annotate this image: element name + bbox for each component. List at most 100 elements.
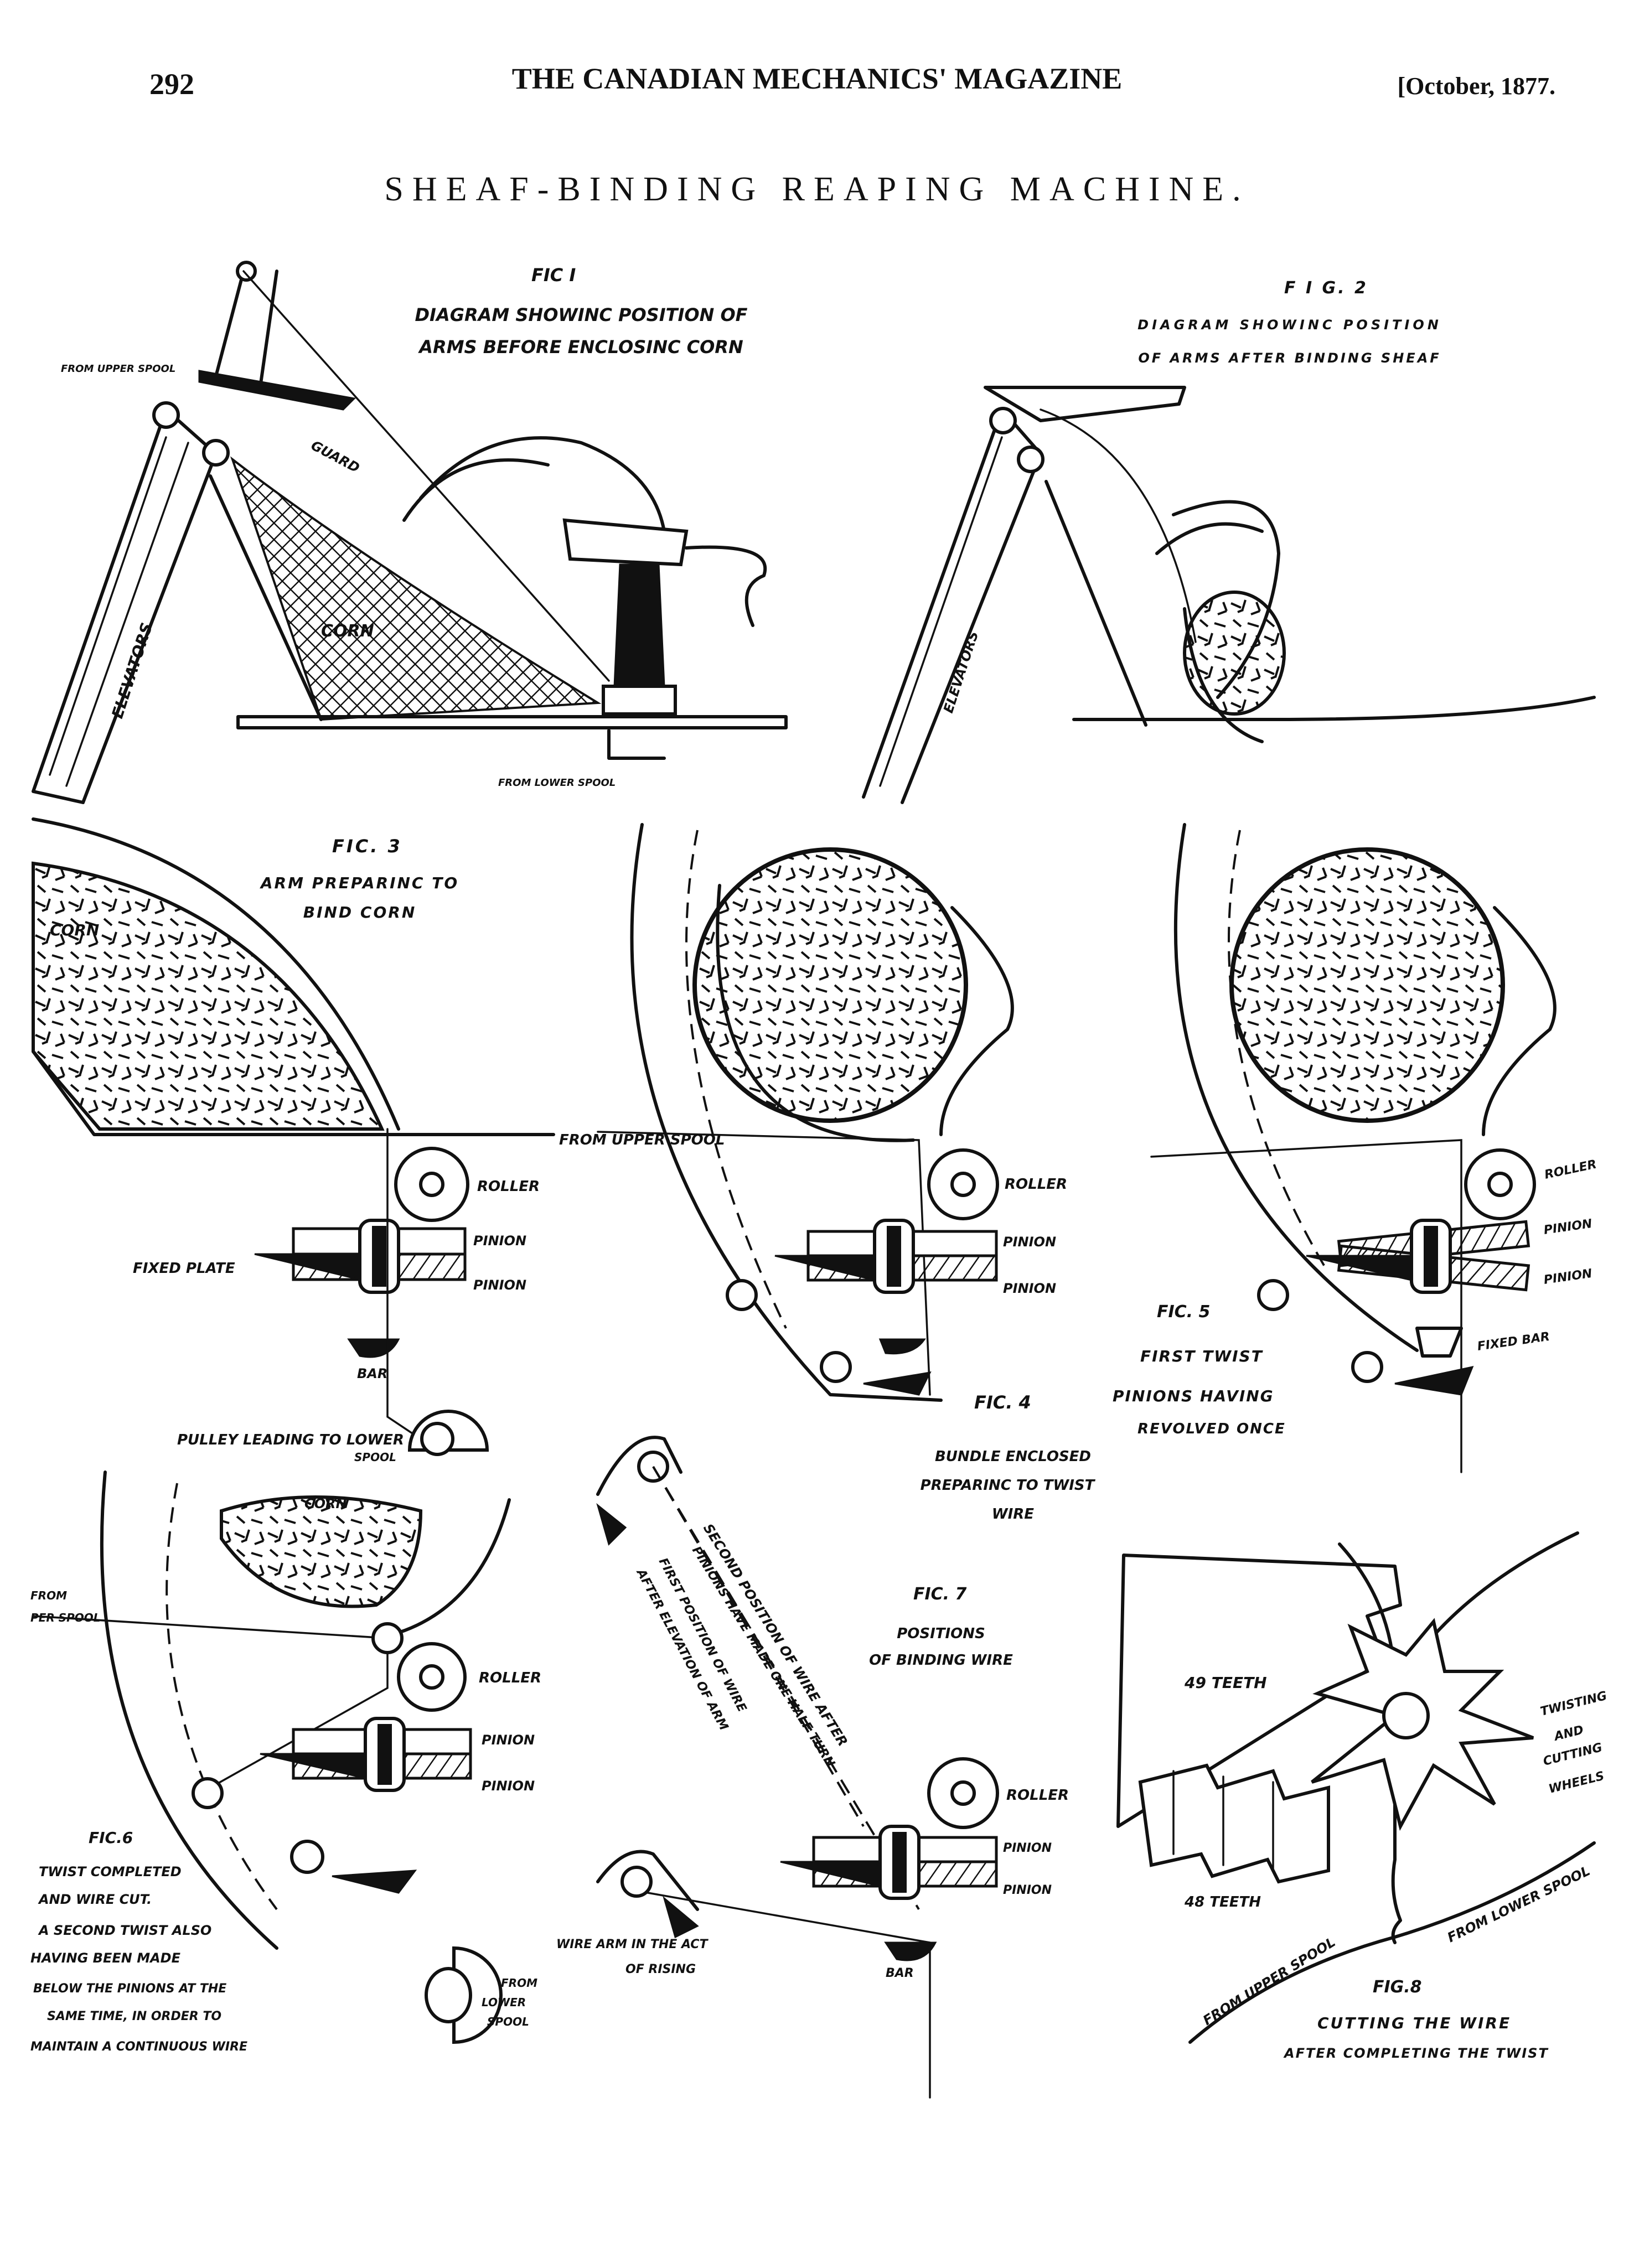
fig5-pinion-top-label: PINION (1543, 1217, 1593, 1237)
fig1-elevators (32, 401, 323, 804)
fig8-lower-spool: FROM LOWER SPOOL (1445, 1863, 1592, 1945)
fig7-roller-label: ROLLER (1006, 1787, 1069, 1804)
figure-8: 49 TEETH 48 TEETH TWISTING AND CUTTING W… (1116, 1531, 1609, 2061)
figure-2: F I G. 2 DIAGRAM SHOWINC POSITION OF ARM… (862, 278, 1596, 804)
fig7-wire-arm (596, 1850, 699, 1939)
fig8-frame (1116, 1554, 1402, 1828)
fig6-from-lower-1: FROM (501, 1976, 537, 1990)
fig5-line-2: PINIONS HAVING (1113, 1387, 1274, 1405)
fig6-line-1: TWIST COMPLETED (39, 1864, 182, 1879)
fig8-teeth-48: 48 TEETH (1184, 1894, 1261, 1910)
fig6-from-label: FROM (30, 1589, 67, 1602)
figure-5: ROLLER PINION PINION FIXED BAR FIC. 5 FI… (1113, 823, 1598, 1473)
fig7-bar (884, 1941, 937, 1961)
fig4-hook (939, 906, 1014, 1136)
page-header: 292 THE CANADIAN MECHANICS' MAGAZINE [Oc… (149, 62, 1555, 101)
fig6-outer-arc (100, 1470, 278, 1950)
fig3-pinion-top-label: PINION (473, 1233, 526, 1249)
fig1-binder-arm (198, 261, 610, 682)
fig2-elevators-label: ELEVATORS (940, 629, 981, 715)
fig8-wheels: WHEELS (1547, 1769, 1606, 1796)
fig3-bar (347, 1338, 400, 1358)
fig3-plate (32, 1050, 555, 1136)
fig7-wire-arm-1: WIRE ARM IN THE ACT (556, 1938, 709, 1951)
fig7-bar-label: BAR (886, 1966, 914, 1980)
fig8-cutting-wheel (1311, 1618, 1534, 1831)
fig6-lower-pulley (425, 1946, 503, 2044)
fig2-line-2: OF ARMS AFTER BINDING SHEAF (1138, 350, 1441, 366)
fig3-roller-label: ROLLER (477, 1178, 540, 1195)
fig1-lower-spool-label: FROM LOWER SPOOL (498, 777, 616, 789)
fig6-pinion-top-label: PINION (482, 1732, 535, 1748)
fig3-pulley (407, 1410, 489, 1456)
fig5-pinion-bottom-label: PINION (1543, 1267, 1593, 1287)
fig6-hook (397, 1498, 511, 1634)
fig5-outer-arc (1173, 823, 1419, 1352)
fig7-pinion-top-label: PINION (1003, 1841, 1052, 1855)
fig8-wire-bottom (1188, 1841, 1596, 2044)
fig2-wire (1040, 408, 1197, 643)
figure-6: CORN FROM PER SPOOL ROLLER PINION PINION… (30, 1470, 541, 2054)
fig4-pinion-top-label: PINION (1003, 1234, 1056, 1250)
fig1-guard-label: GUARD (308, 438, 362, 476)
fig6-line-7: MAINTAIN A CONTINUOUS WIRE (30, 2040, 247, 2054)
fig6-from-lower-2: LOWER (482, 1996, 526, 2009)
fig7-roller (927, 1757, 999, 1829)
figure-4: FROM UPPER SPOOL ROLLER PINION PINION FI… (559, 823, 1096, 1523)
fig6-line-6: SAME TIME, IN ORDER TO (47, 2010, 221, 2023)
fig5-line-1: FIRST TWIST (1140, 1347, 1263, 1365)
fig6-line-2: AND WIRE CUT. (38, 1892, 152, 1907)
fig6-caption: FIC.6 (89, 1829, 133, 1847)
fig4-line-3: WIRE (992, 1506, 1034, 1523)
fig5-bundle (1229, 847, 1505, 1123)
figure-1: FIC I DIAGRAM SHOWINC POSITION OF ARMS B… (32, 261, 788, 804)
fig6-corn-label: CORN (304, 1496, 347, 1511)
fig1-elevators-label: ELEVATORS (108, 620, 156, 721)
fig1-corn-label: CORN (321, 622, 374, 641)
page-title: SHEAF-BINDING REAPING MACHINE. (384, 170, 1249, 208)
fig8-teeth-49: 49 TEETH (1184, 1674, 1267, 1692)
fig3-spool-label: SPOOL (354, 1451, 396, 1464)
fig4-line-2: PREPARINC TO TWIST (921, 1477, 1096, 1494)
fig8-twisting-wheel (1138, 1763, 1330, 1884)
fig8-twisting: TWISTING (1539, 1689, 1608, 1719)
fig7-line-2: OF BINDING WIRE (869, 1652, 1013, 1669)
fig6-line-4: HAVING BEEN MADE (30, 1950, 181, 1966)
fig6-dash-arc (166, 1483, 278, 1910)
fig3-pulley-label: PULLEY LEADING TO LOWER (177, 1432, 404, 1448)
fig5-hook (1482, 906, 1557, 1136)
fig1-upper-spool-label: FROM UPPER SPOOL (61, 363, 175, 375)
fig8-cutting: CUTTING (1542, 1741, 1604, 1769)
fig1-platform (236, 715, 788, 729)
fig6-corn (220, 1495, 423, 1608)
fig6-pinions (192, 1717, 472, 1894)
fig3-roller (394, 1147, 469, 1222)
figure-3: FIC. 3 ARM PREPARINC TO BIND CORN CORN R… (32, 817, 555, 1464)
fig3-corn-label: CORN (50, 921, 99, 939)
fig1-corn-pile (230, 456, 602, 721)
fig6-from-lower-3: SPOOL (487, 2015, 529, 2028)
fig6-line-3: A SECOND TWIST ALSO (38, 1923, 211, 1938)
fig4-pinion-bottom-label: PINION (1003, 1281, 1056, 1296)
fig2-binder (1155, 500, 1286, 743)
fig1-caption: FIC I (531, 265, 576, 286)
fig1-binder-head (402, 436, 767, 760)
fig3-pinions (254, 1219, 467, 1294)
fig1-line-1: DIAGRAM SHOWINC POSITION OF (415, 304, 747, 325)
fig4-line-1: BUNDLE ENCLOSED (935, 1448, 1091, 1465)
fig5-roller (1464, 1148, 1536, 1220)
fig2-caption: F I G. 2 (1284, 278, 1368, 298)
fig3-line-2: BIND CORN (303, 903, 417, 921)
fig3-caption: FIC. 3 (332, 836, 402, 857)
journal-name: THE CANADIAN MECHANICS' MAGAZINE (512, 62, 1123, 95)
fig6-roller (397, 1642, 467, 1712)
page-number: 292 (149, 68, 194, 101)
fig2-line-1: DIAGRAM SHOWINC POSITION (1137, 317, 1442, 333)
fig4-pinions (726, 1219, 998, 1396)
fig7-pinion-bottom-label: PINION (1003, 1883, 1052, 1897)
fig3-pinion-bottom-label: PINION (473, 1277, 526, 1293)
fig5-wire (1150, 1139, 1462, 1473)
fig8-line-1: CUTTING THE WIRE (1317, 2014, 1511, 2032)
fig7-first-position (652, 1466, 865, 1827)
